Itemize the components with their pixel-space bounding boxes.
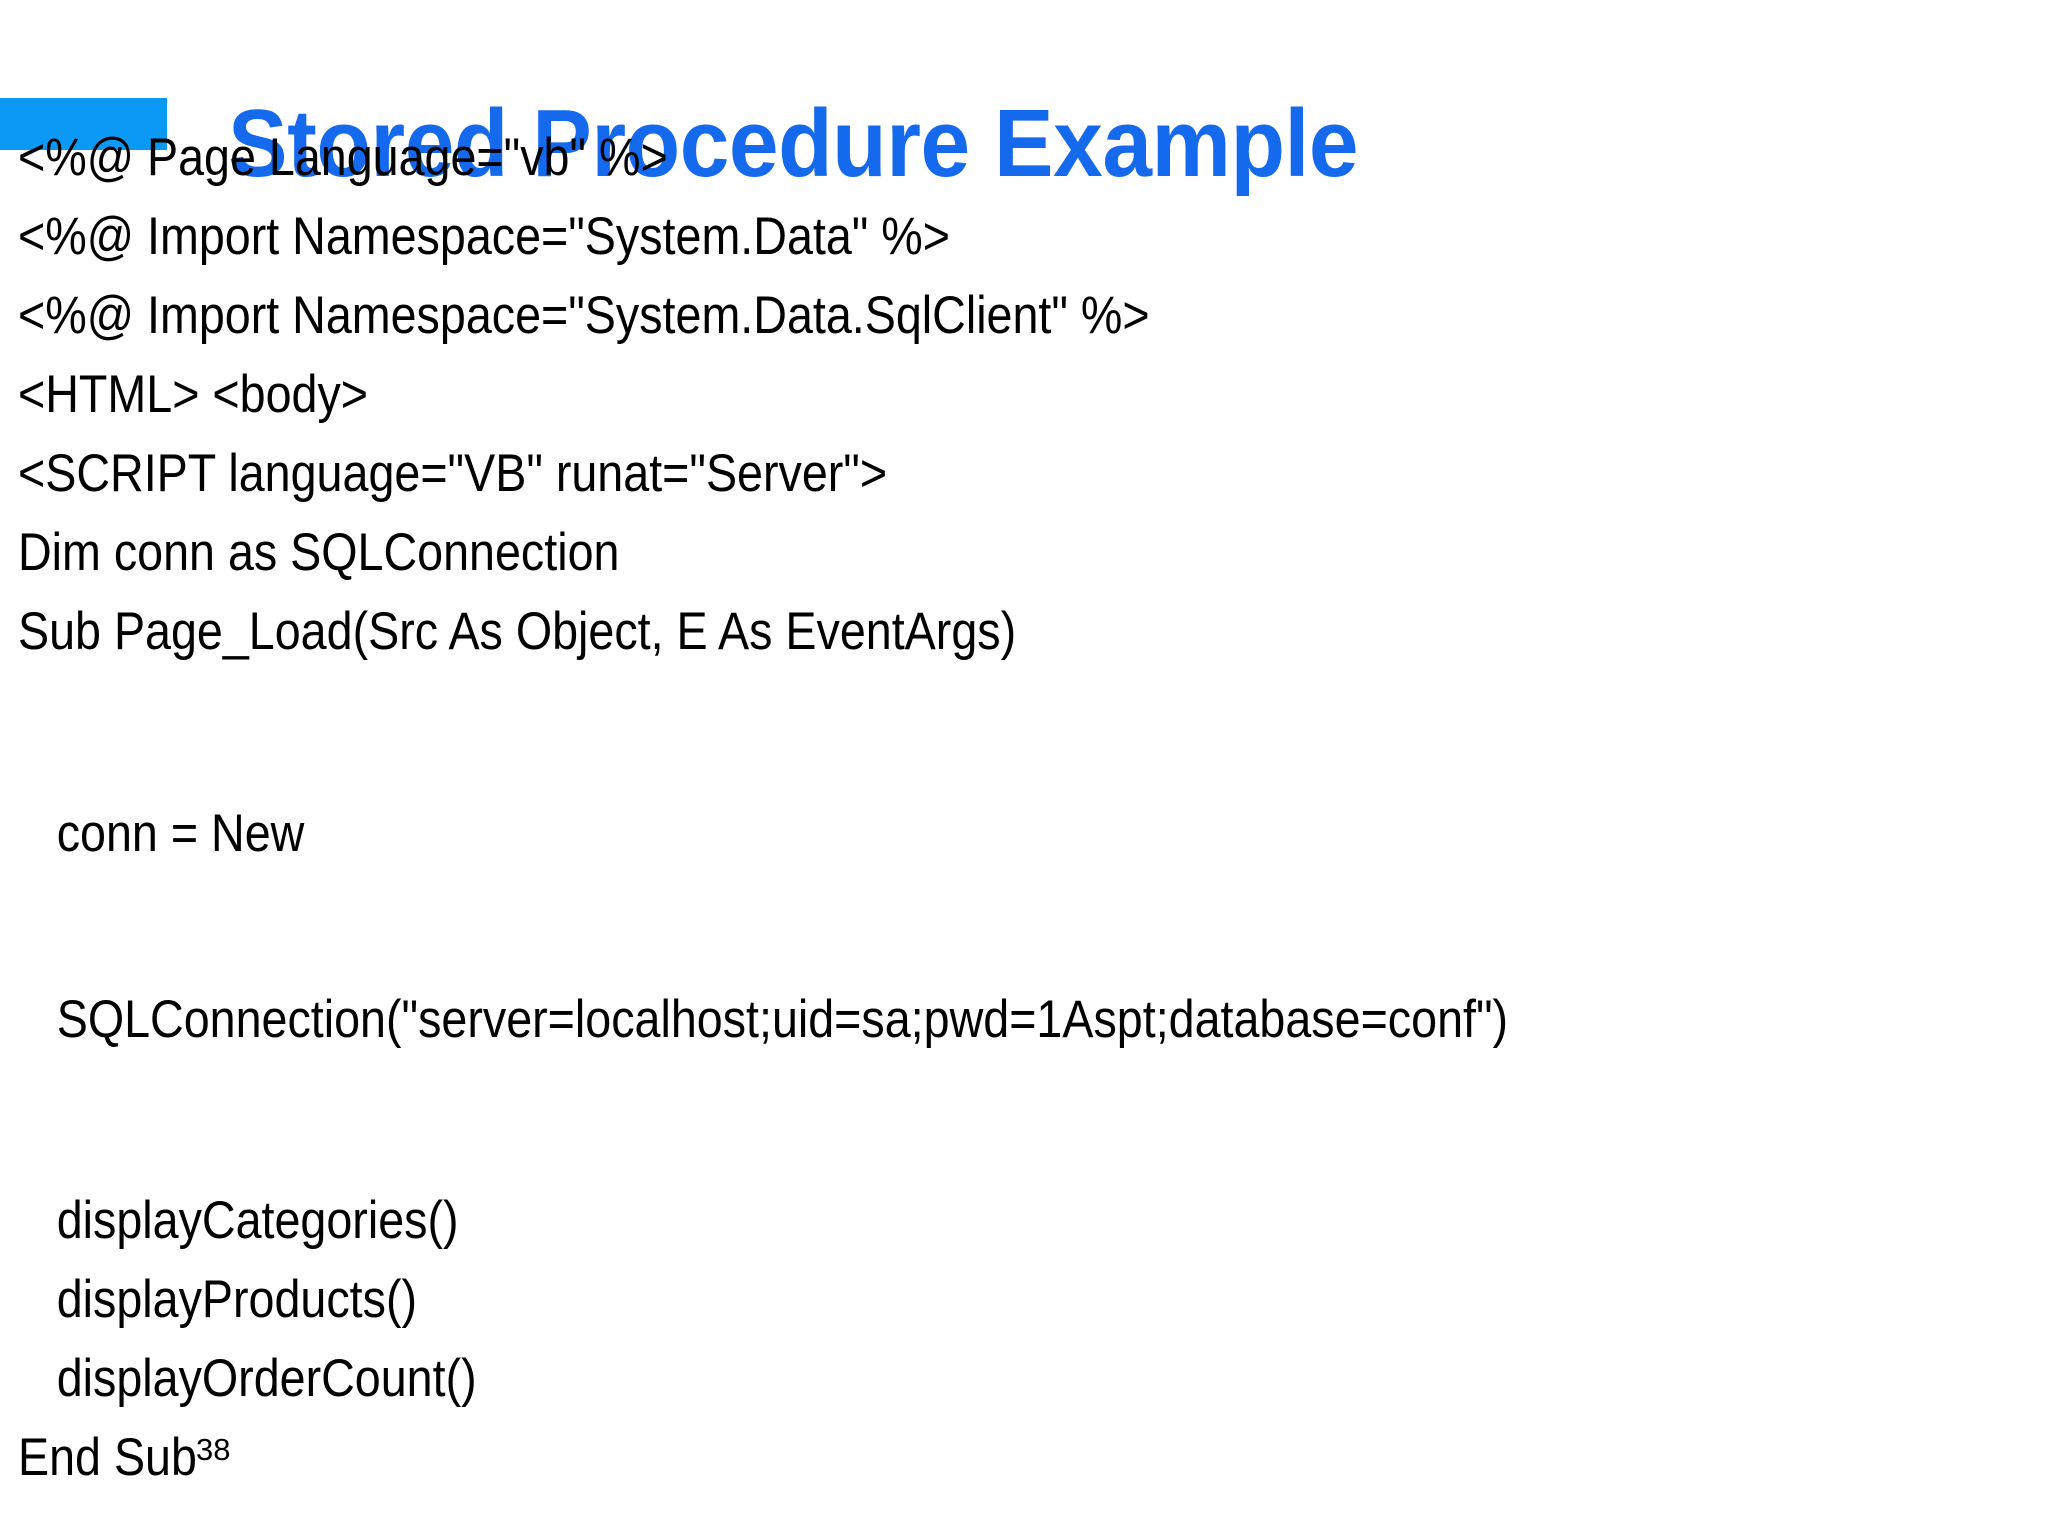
code-line: <%@ Page Language="vb" %> — [18, 128, 668, 187]
code-line-segment: SQLConnection("server=localhost;uid=sa;p… — [56, 990, 1509, 1049]
code-line: displayCategories() — [56, 1191, 459, 1250]
code-line: <%@ Import Namespace="System.Data.SqlCli… — [18, 286, 1150, 345]
code-line: End Sub — [18, 1428, 197, 1487]
code-line-wrapped: conn = New SQLConnection("server=localho… — [18, 671, 2048, 1181]
title-accent-block — [0, 98, 167, 150]
code-line: displayOrderCount() — [56, 1349, 477, 1408]
code-line: <%@ Import Namespace="System.Data" %> — [18, 207, 951, 266]
code-line: displayProducts() — [56, 1270, 418, 1329]
code-line-segment: conn = New — [56, 804, 305, 863]
code-line: <SCRIPT language="VB" runat="Server"> — [18, 444, 888, 503]
code-listing: <%@ Page Language="vb" %> <%@ Import Nam… — [18, 118, 2038, 1497]
code-line: Dim conn as SQLConnection — [18, 523, 620, 582]
code-line: Sub Page_Load(Src As Object, E As EventA… — [18, 602, 1017, 661]
code-line: <HTML> <body> — [18, 365, 369, 424]
page-title: Stored Procedure Example — [228, 90, 1359, 198]
slide-page-number: 38 — [196, 1432, 231, 1467]
